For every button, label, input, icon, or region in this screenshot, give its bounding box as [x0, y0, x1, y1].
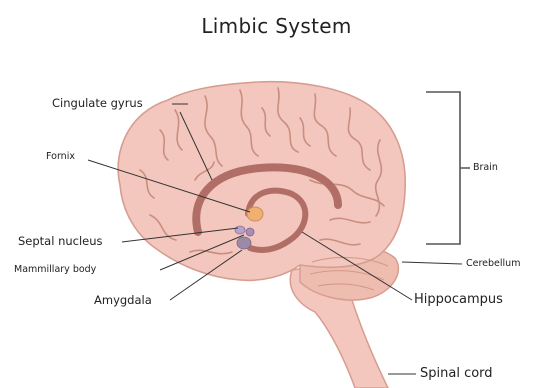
- mammillary-body: [246, 228, 254, 236]
- septal-nucleus: [235, 226, 245, 234]
- label-hippocampus: Hippocampus: [414, 293, 503, 306]
- label-cerebellum: Cerebellum: [466, 259, 520, 269]
- amygdala: [237, 237, 251, 249]
- label-amygdala: Amygdala: [94, 295, 152, 307]
- label-septal-nucleus: Septal nucleus: [18, 236, 103, 248]
- label-spinal-cord: Spinal cord: [420, 367, 493, 380]
- label-cingulate-gyrus: Cingulate gyrus: [52, 98, 143, 110]
- thalamus: [247, 207, 263, 221]
- label-fornix: Fornix: [46, 152, 75, 162]
- label-mammillary-body: Mammillary body: [14, 265, 96, 275]
- label-brain: Brain: [473, 163, 498, 173]
- brain-bracket: [426, 92, 470, 244]
